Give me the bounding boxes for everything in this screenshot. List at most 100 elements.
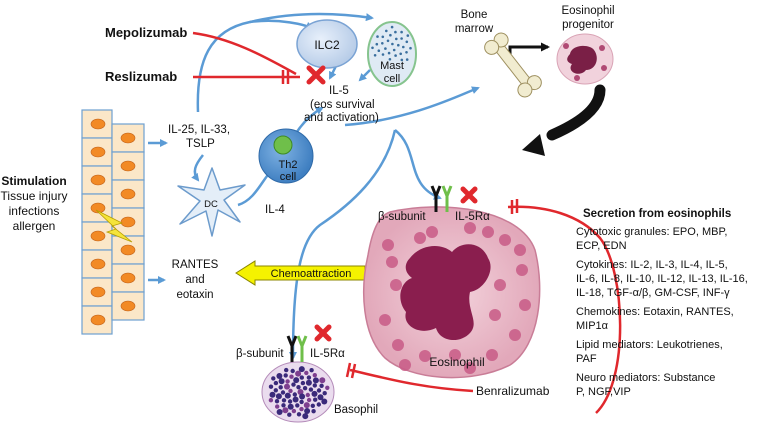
basophil-granule [278,385,283,390]
basophil-granule [304,408,311,414]
basophil-granule [278,378,285,385]
eosinophil-granule [519,299,531,311]
mast-granule [384,47,387,50]
il25-label: IL-25, IL-33, TSLP [168,124,230,150]
basophil-granule [284,367,289,373]
basophil-granule [299,406,304,412]
basophil-granule [313,397,318,402]
basophil-cell: Basophil [261,361,378,423]
mast-granule [386,39,390,43]
eosinophil-granule [399,359,411,371]
basophil-granule [276,409,283,415]
mast-granule [399,52,403,56]
basophil-granule [287,399,293,404]
basophil-granule [316,402,321,407]
basophil-granule [291,382,296,387]
mast-granule [394,30,397,34]
basophil-granule [321,398,328,405]
il5-line: IL-5 [329,85,349,97]
basophil-granule [306,375,312,380]
mast-granule [387,51,391,55]
dc-label: DC [204,199,218,210]
mepolizumab-label: Mepolizumab [105,25,187,40]
basophil-il5ra-blocked-x-icon [314,324,332,342]
eosinophil-cell: Eosinophil [363,206,541,379]
basophil-granule [287,403,294,410]
eosinophil-granule [494,279,506,291]
il5ra-blocked-x-icon [460,186,478,204]
eosinophil-granule [386,256,398,268]
bone-icon [484,32,542,98]
basophil-granule [289,374,294,379]
eosinophil-il5ra-label: IL-5Rα [455,211,490,223]
basophil-granule [280,390,286,395]
basophil-granule [302,413,309,420]
basophil-granule [292,392,297,397]
basophil-granule [283,373,288,378]
basophil-granule [311,390,318,397]
epithelial-cell [81,221,113,251]
reslizumab-label: Reslizumab [105,69,177,84]
basophil-beta-subunit-label: β-subunit [236,348,284,360]
epithelial-cell [81,109,113,139]
mast-granule [391,42,394,46]
eosinophil-il5-receptor [430,185,453,212]
rantes-line: eotaxin [176,289,213,301]
eosinophil-granule [516,264,528,276]
secretion-line: PAF [576,353,597,365]
epithelial-cell [111,151,145,181]
secretion-line: P, NGF,VIP [576,386,631,398]
secretion-line: MIP1α [576,320,609,332]
basophil-granule [306,397,312,403]
mast-granule [402,45,405,49]
eosinophil-granule [390,279,402,291]
basophil-granule [290,368,295,374]
basophil-granule [312,383,317,388]
basophil-granule [284,383,290,390]
il4-label: IL-4 [265,204,285,216]
il5-line: and activation) [304,112,379,124]
ilc2-cell: ILC2 [296,19,358,69]
eosinophil-granule [449,349,461,361]
basophil-granule [268,398,274,403]
rantes-line: and [185,274,204,286]
basophil-granule [276,373,283,379]
basophil-granule [282,407,289,414]
basophil-granule [281,398,287,403]
mast-granule [397,43,400,47]
ilc2-label: ILC2 [314,38,340,52]
basophil-granule [274,399,280,404]
basophil-granule [299,375,304,380]
mast-granule [394,54,397,57]
eosinophil-granule [482,226,494,238]
basophil-label: Basophil [334,404,378,416]
epithelial-cell [111,179,145,209]
epithelial-cell [81,249,113,279]
basophil-granule [299,393,306,400]
mast-granule [371,46,374,50]
epithelial-cell [81,165,113,195]
mast-granule [392,48,396,52]
mast-granule [377,49,381,52]
eosinophil-granule [379,314,391,326]
mast-cell: Mast cell [367,21,417,87]
eosinophil-label: Eosinophil [429,355,484,369]
drug-inhibition-lines [192,31,622,414]
eosinophil-granule [414,232,426,244]
eosinophil-granule [464,362,476,374]
chemoattraction-label: Chemoattraction [271,268,352,280]
secretion-panel: Secretion from eosinophils Cytotoxic gra… [576,208,748,398]
eosinophil-granule [514,244,526,256]
secretion-line: Chemokines: Eotaxin, RANTES, [576,306,734,318]
basophil-granule [273,388,278,393]
rantes-line: RANTES [172,259,219,271]
basophil-granule [302,386,308,391]
basophil-il5ra-label: IL-5Rα [310,348,345,360]
mast-granule [405,58,409,61]
mast-granule [388,58,392,61]
eosinophil-granule [499,234,511,246]
basophil-granule [325,385,330,390]
eosinophil-granule [486,349,498,361]
mast-granule [381,53,385,56]
